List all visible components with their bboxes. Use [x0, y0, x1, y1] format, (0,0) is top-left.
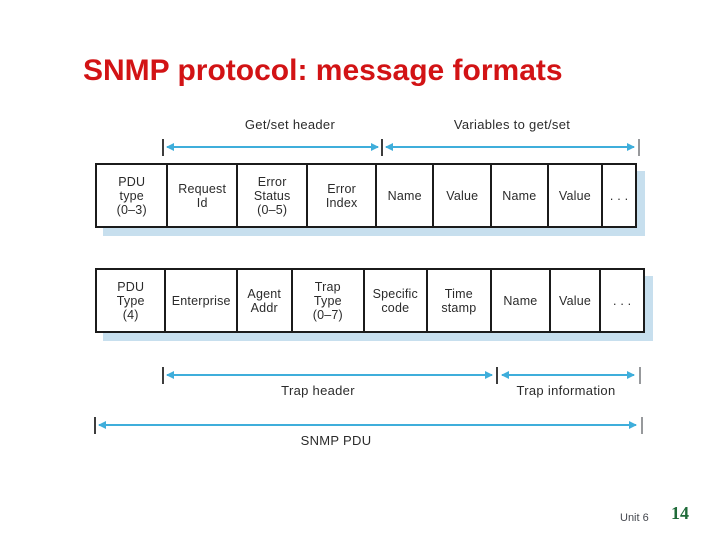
field-cell-error-status: Error Status (0–5)	[238, 165, 309, 226]
field-cell-request-id: Request Id	[168, 165, 238, 226]
footer-unit-label: Unit 6	[620, 512, 649, 524]
field-cell-pdu-type: PDU type (0–3)	[97, 165, 169, 226]
field-cell-ellipsis: . . .	[609, 188, 629, 203]
ruler-tick	[381, 139, 383, 156]
trap-header-arrow	[166, 371, 493, 379]
field-cell-specific-code: Specific code	[365, 270, 428, 331]
ruler-tick	[94, 417, 96, 434]
field-cell-value: Value	[549, 165, 604, 226]
getset-header-label: Get/set header	[244, 117, 336, 132]
field-cell-time-stamp: Time stamp	[428, 270, 493, 331]
trap-header-label: Trap header	[281, 383, 355, 398]
trap-information-arrow	[501, 371, 635, 379]
ruler-tick	[639, 367, 641, 384]
ruler-tick	[638, 139, 640, 156]
field-cell-trap-type: Trap Type (0–7)	[293, 270, 366, 331]
field-cell-enterprise: Enterprise	[166, 270, 238, 331]
ruler-tick	[641, 417, 643, 434]
ruler-tick	[496, 367, 498, 384]
trap-information-label: Trap information	[516, 383, 616, 398]
getset-header-arrow	[166, 143, 379, 151]
field-cell-pdu-type: PDU Type (4)	[97, 270, 167, 331]
footer-page-number: 14	[671, 503, 689, 523]
field-cell-error-index: Error Index	[308, 165, 377, 226]
snmp-pdu-arrow	[98, 421, 637, 429]
variables-arrow	[385, 143, 635, 151]
field-cell-value: Value	[551, 270, 602, 331]
variables-label: Variables to get/set	[453, 117, 571, 132]
ruler-tick	[162, 367, 164, 384]
trap-format-table: PDU Type (4) Enterprise Agent Addr Trap …	[95, 268, 645, 333]
snmp-pdu-label: SNMP PDU	[300, 433, 372, 448]
ruler-tick	[162, 139, 164, 156]
field-cell-name: Name	[377, 165, 435, 226]
field-cell-agent-addr: Agent Addr	[238, 270, 293, 331]
getset-format-table: PDU type (0–3) Request Id Error Status (…	[95, 163, 637, 228]
field-cell-ellipsis: . . .	[612, 293, 632, 308]
page-title: SNMP protocol: message formats	[83, 54, 563, 87]
field-cell-name: Name	[492, 165, 549, 226]
field-cell-value: Value	[434, 165, 493, 226]
field-cell-name: Name	[492, 270, 551, 331]
